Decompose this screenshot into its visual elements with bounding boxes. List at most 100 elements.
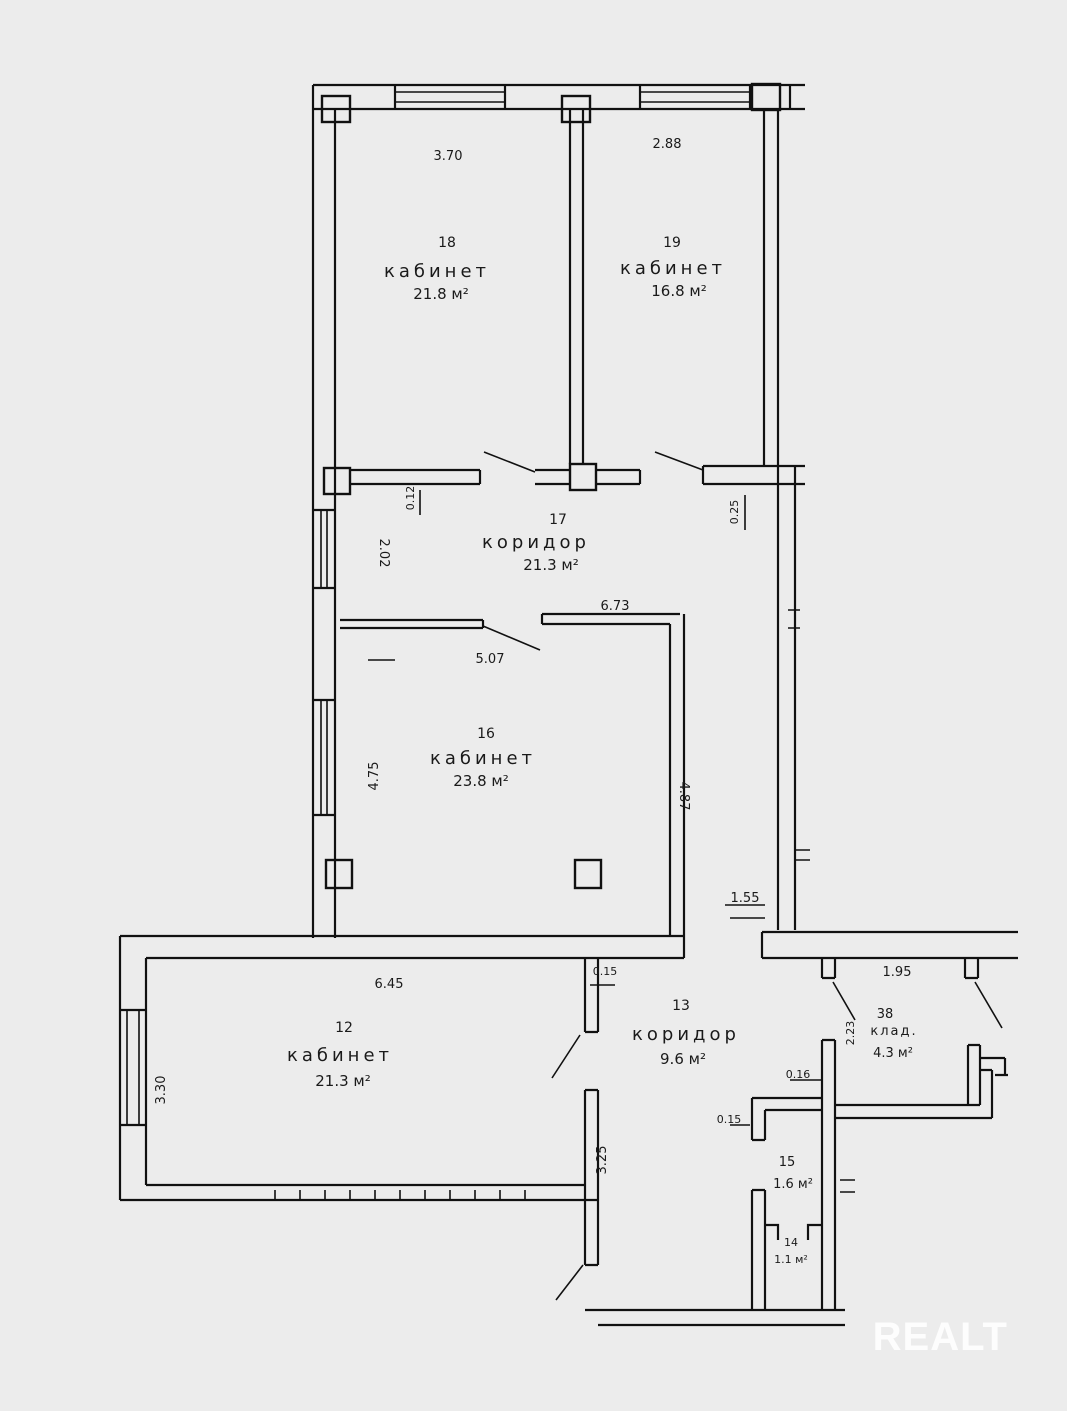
room-38-name: клад. [870,1024,917,1039]
room-19-number: 19 [663,235,681,251]
dimension-label: 3.30 [154,1076,169,1105]
room12-window [126,1010,140,1125]
left-window-glass [320,510,328,815]
pillar-room16-left [324,858,354,890]
top-windows [395,91,750,103]
room16-top-right [540,612,680,626]
room-18-name: кабинет [384,261,490,282]
room38-bottom-wall [835,1103,992,1120]
dimension-label: 4.75 [367,762,382,791]
wall-13-38 [760,930,1018,960]
doors-18-19 [483,451,704,473]
room-13-name: коридор [632,1024,740,1045]
room-14-area: 1.1 м² [774,1253,808,1266]
room-38-number: 38 [877,1007,894,1022]
door-16 [482,625,541,651]
dimension-label: 2.02 [376,539,391,568]
room-18: 18 кабинет 21.8 м² [384,235,490,303]
pillar-room16-center [573,858,603,890]
room-15-number: 15 [779,1155,796,1170]
room-16-area: 23.8 м² [453,772,509,790]
room-12-area: 21.3 м² [315,1072,371,1090]
room-18-number: 18 [438,235,456,251]
room-12-name: кабинет [287,1045,393,1066]
pillar-corridor-left [322,466,352,496]
corridor17-top-left [350,468,482,486]
pillar-top-right [750,82,782,112]
room15-right-wall [820,1038,837,1310]
room-19: 19 кабинет 16.8 м² [620,235,726,300]
dimension-label: 0.15 [593,965,618,978]
room-13: 13 коридор 9.6 м² [632,998,740,1068]
room38-right-wall [966,1043,1008,1118]
room-12-number: 12 [335,1020,353,1036]
dimension-ticks [368,490,822,1126]
right-wall-marks [788,609,810,861]
room12-left-wall [118,936,148,1200]
dimension-label: 0.25 [728,500,741,525]
dimensions: 3.70 2.88 6.73 5.07 2.02 0.12 0.25 4.75 … [154,137,911,1174]
pillar-top-mid [560,94,592,124]
window-jambs [393,85,792,109]
left-outer-wall [311,85,337,938]
pillar-corridor-mid [568,462,598,492]
room-38-area: 4.3 м² [873,1046,913,1061]
doors-38 [832,981,1003,1029]
room14-walls [765,1223,822,1240]
room-15: 15 1.6 м² [773,1155,813,1192]
room-14: 14 1.1 м² [774,1236,808,1266]
room-17-area: 21.3 м² [523,556,579,574]
dimension-label: 2.88 [653,137,682,152]
dimension-label: 1.55 [731,891,760,906]
room-14-number: 14 [784,1236,798,1249]
room16-right-wall [668,614,686,936]
realt-watermark: REALT [873,1315,1008,1359]
room19-right-wall [762,109,780,466]
room12-right-lower [583,1088,600,1267]
room12-bottom-wall [120,1183,598,1202]
room-16: 16 кабинет 23.8 м² [430,726,536,790]
room-13-number: 13 [672,998,690,1014]
dimension-label: 6.73 [601,599,630,614]
room-16-name: кабинет [430,748,536,769]
room15-left-wall [750,1188,767,1310]
room15-top-wall [750,1096,822,1142]
dimension-label: 3.25 [595,1146,610,1175]
pillar-top-left [320,94,352,124]
room-19-area: 16.8 м² [651,282,707,300]
room-16-number: 16 [477,726,495,742]
room-18-area: 21.8 м² [413,285,469,303]
dimension-label: 0.15 [717,1113,742,1126]
top-outer-wall [313,83,805,111]
dimension-label: 4.87 [676,782,691,811]
partition-18-19 [568,109,585,464]
room-19-name: кабинет [620,258,726,279]
right-corridor-wall [776,466,797,930]
room-17-number: 17 [549,512,567,528]
room12-bottom-ticks [274,1190,526,1200]
walls [118,82,1018,1327]
dimension-label: 3.70 [434,149,463,164]
room-17: 17 коридор 21.3 м² [482,512,590,574]
room12-window-jambs [120,1008,146,1127]
room-13-area: 9.6 м² [660,1050,706,1068]
dimension-label: 1.95 [883,965,912,980]
room-12: 12 кабинет 21.3 м² [287,1020,393,1090]
dimension-label: 2.23 [844,1021,857,1046]
dimension-label: 0.16 [786,1068,811,1081]
bottom-corridor-wall [585,1308,845,1327]
room38-left-stub [820,958,837,980]
dimension-label: 6.45 [375,977,404,992]
dimension-label: 0.12 [404,486,417,511]
corridor17-top-right [701,464,805,486]
room-38: 38 клад. 4.3 м² [870,1007,917,1061]
doors-12-13 [551,1034,584,1301]
left-wall-windows [313,508,335,817]
room38-right-stub [963,958,980,980]
room-15-area: 1.6 м² [773,1177,813,1192]
room16-top-left [340,618,485,630]
room-17-name: коридор [482,532,590,553]
wall-16-12 [120,934,686,960]
